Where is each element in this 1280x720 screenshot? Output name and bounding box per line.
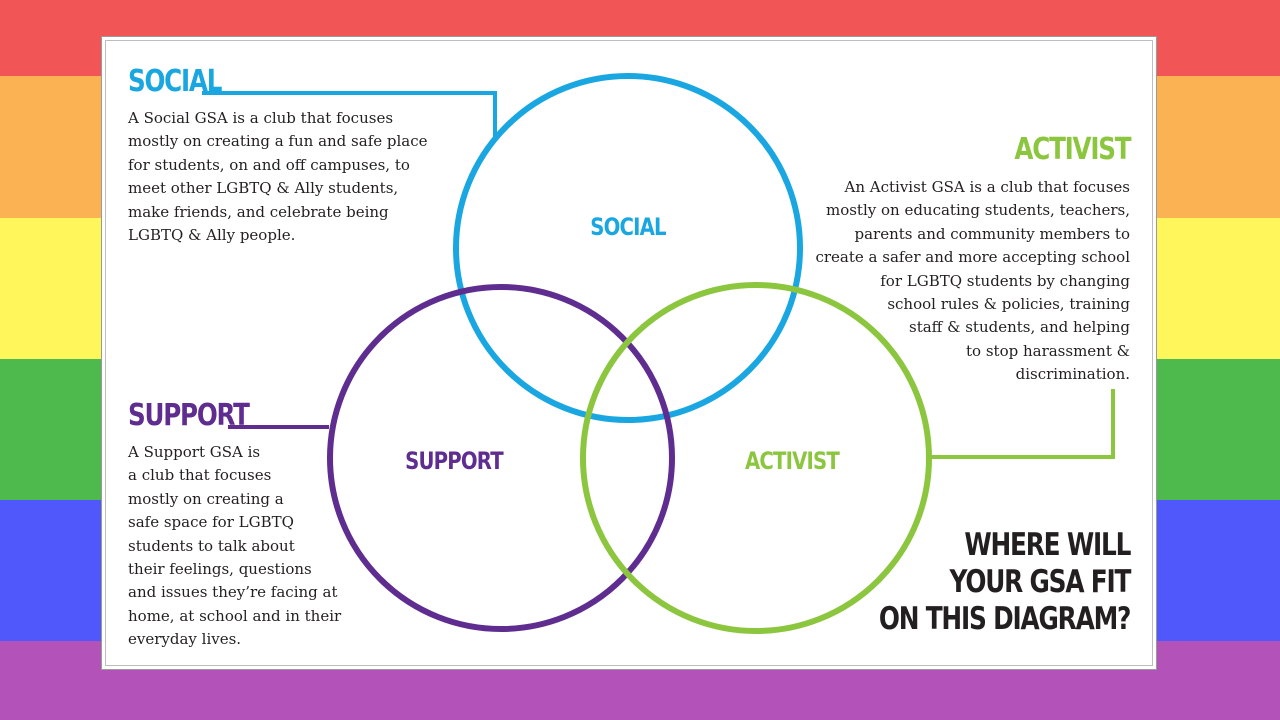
support-circle-label: SUPPORT: [405, 447, 504, 475]
activist-heading: ACTIVIST: [1014, 132, 1131, 167]
social-heading: SOCIAL: [128, 64, 222, 99]
support-heading: SUPPORT: [128, 398, 250, 433]
social-circle-label: SOCIAL: [590, 213, 666, 241]
activist-circle: [580, 282, 932, 634]
activist-description: An Activist GSA is a club that focuses m…: [815, 178, 1130, 384]
activist-circle-label: ACTIVIST: [744, 447, 840, 475]
social-circle: [453, 73, 803, 423]
question-text: WHERE WILL YOUR GSA FIT ON THIS DIAGRAM?: [878, 527, 1132, 637]
venn-diagram: [202, 73, 1115, 634]
support-circle: [327, 284, 675, 632]
activist-connector-line: [931, 389, 1115, 459]
diagram-card: SOCIAL A Social GSA is a club that focus…: [101, 36, 1157, 670]
social-description: A Social GSA is a club that focuses most…: [128, 109, 428, 245]
support-description: A Support GSA is a club that focuses mos…: [128, 443, 342, 649]
social-connector-line: [202, 91, 497, 137]
